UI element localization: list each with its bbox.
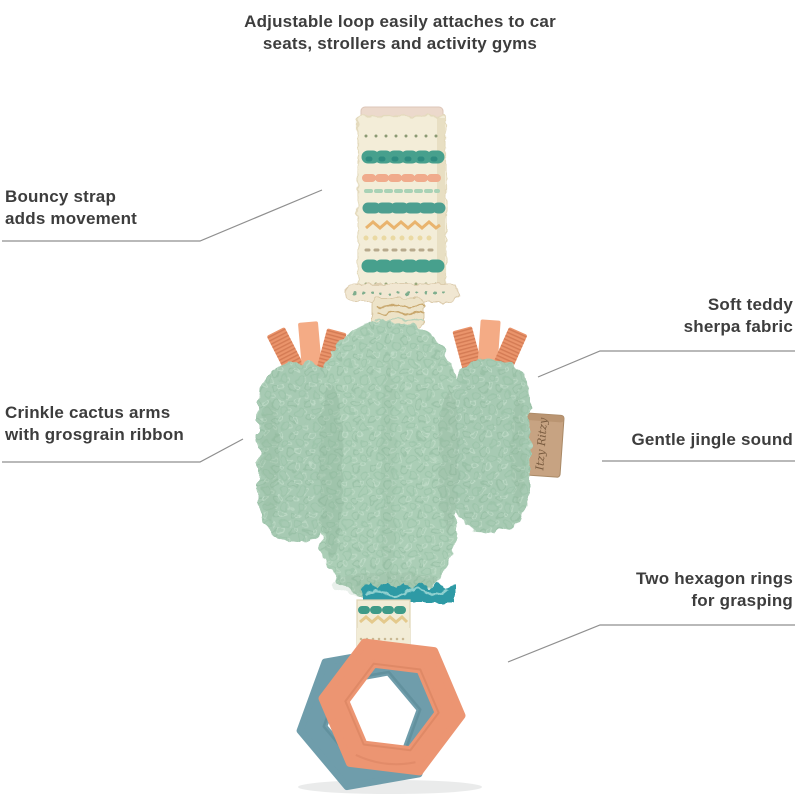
label-line: sherpa fabric [683,317,793,336]
brand-tag-text: Itzy Ritzy [533,417,550,472]
label-crinkle-arms: Crinkle cactus arms with grosgrain ribbo… [5,402,184,446]
label-soft-teddy: Soft teddy sherpa fabric [684,294,793,338]
cactus-plush [258,320,530,602]
crinkle-fabric [362,582,455,603]
strap-ruffle [345,283,459,329]
label-jingle-sound: Gentle jingle sound [631,429,793,451]
label-line: Crinkle cactus arms [5,403,171,422]
label-line: adds movement [5,209,138,228]
label-line: Gentle jingle sound [631,430,793,449]
callout-line-hexagon-rings [507,624,795,663]
top-caption-line: seats, strollers and activity gyms [262,34,538,53]
label-line: Bouncy strap [5,187,117,206]
label-bouncy-strap: Bouncy strap adds movement [5,186,137,230]
label-line: Soft teddy [707,295,793,314]
callout-line-soft-teddy [537,350,795,378]
hexagon-ring-orange [318,638,466,776]
label-line: for grasping [691,591,793,610]
top-caption: Adjustable loop easily attaches to car s… [180,11,620,55]
top-caption-line: Adjustable loop easily attaches to car [244,12,556,31]
label-hexagon-rings: Two hexagon rings for grasping [636,568,793,612]
label-line: Two hexagon rings [635,569,793,588]
callout-lines [2,189,795,663]
callout-line-bouncy-strap [2,189,323,242]
ribbon-left-2 [298,321,322,371]
loop-strap [357,106,447,295]
label-line: with grosgrain ribbon [5,425,184,444]
callout-line-crinkle-arms [2,438,244,463]
strap-pattern-rows [361,134,447,286]
ribbon-right-2 [477,319,501,369]
